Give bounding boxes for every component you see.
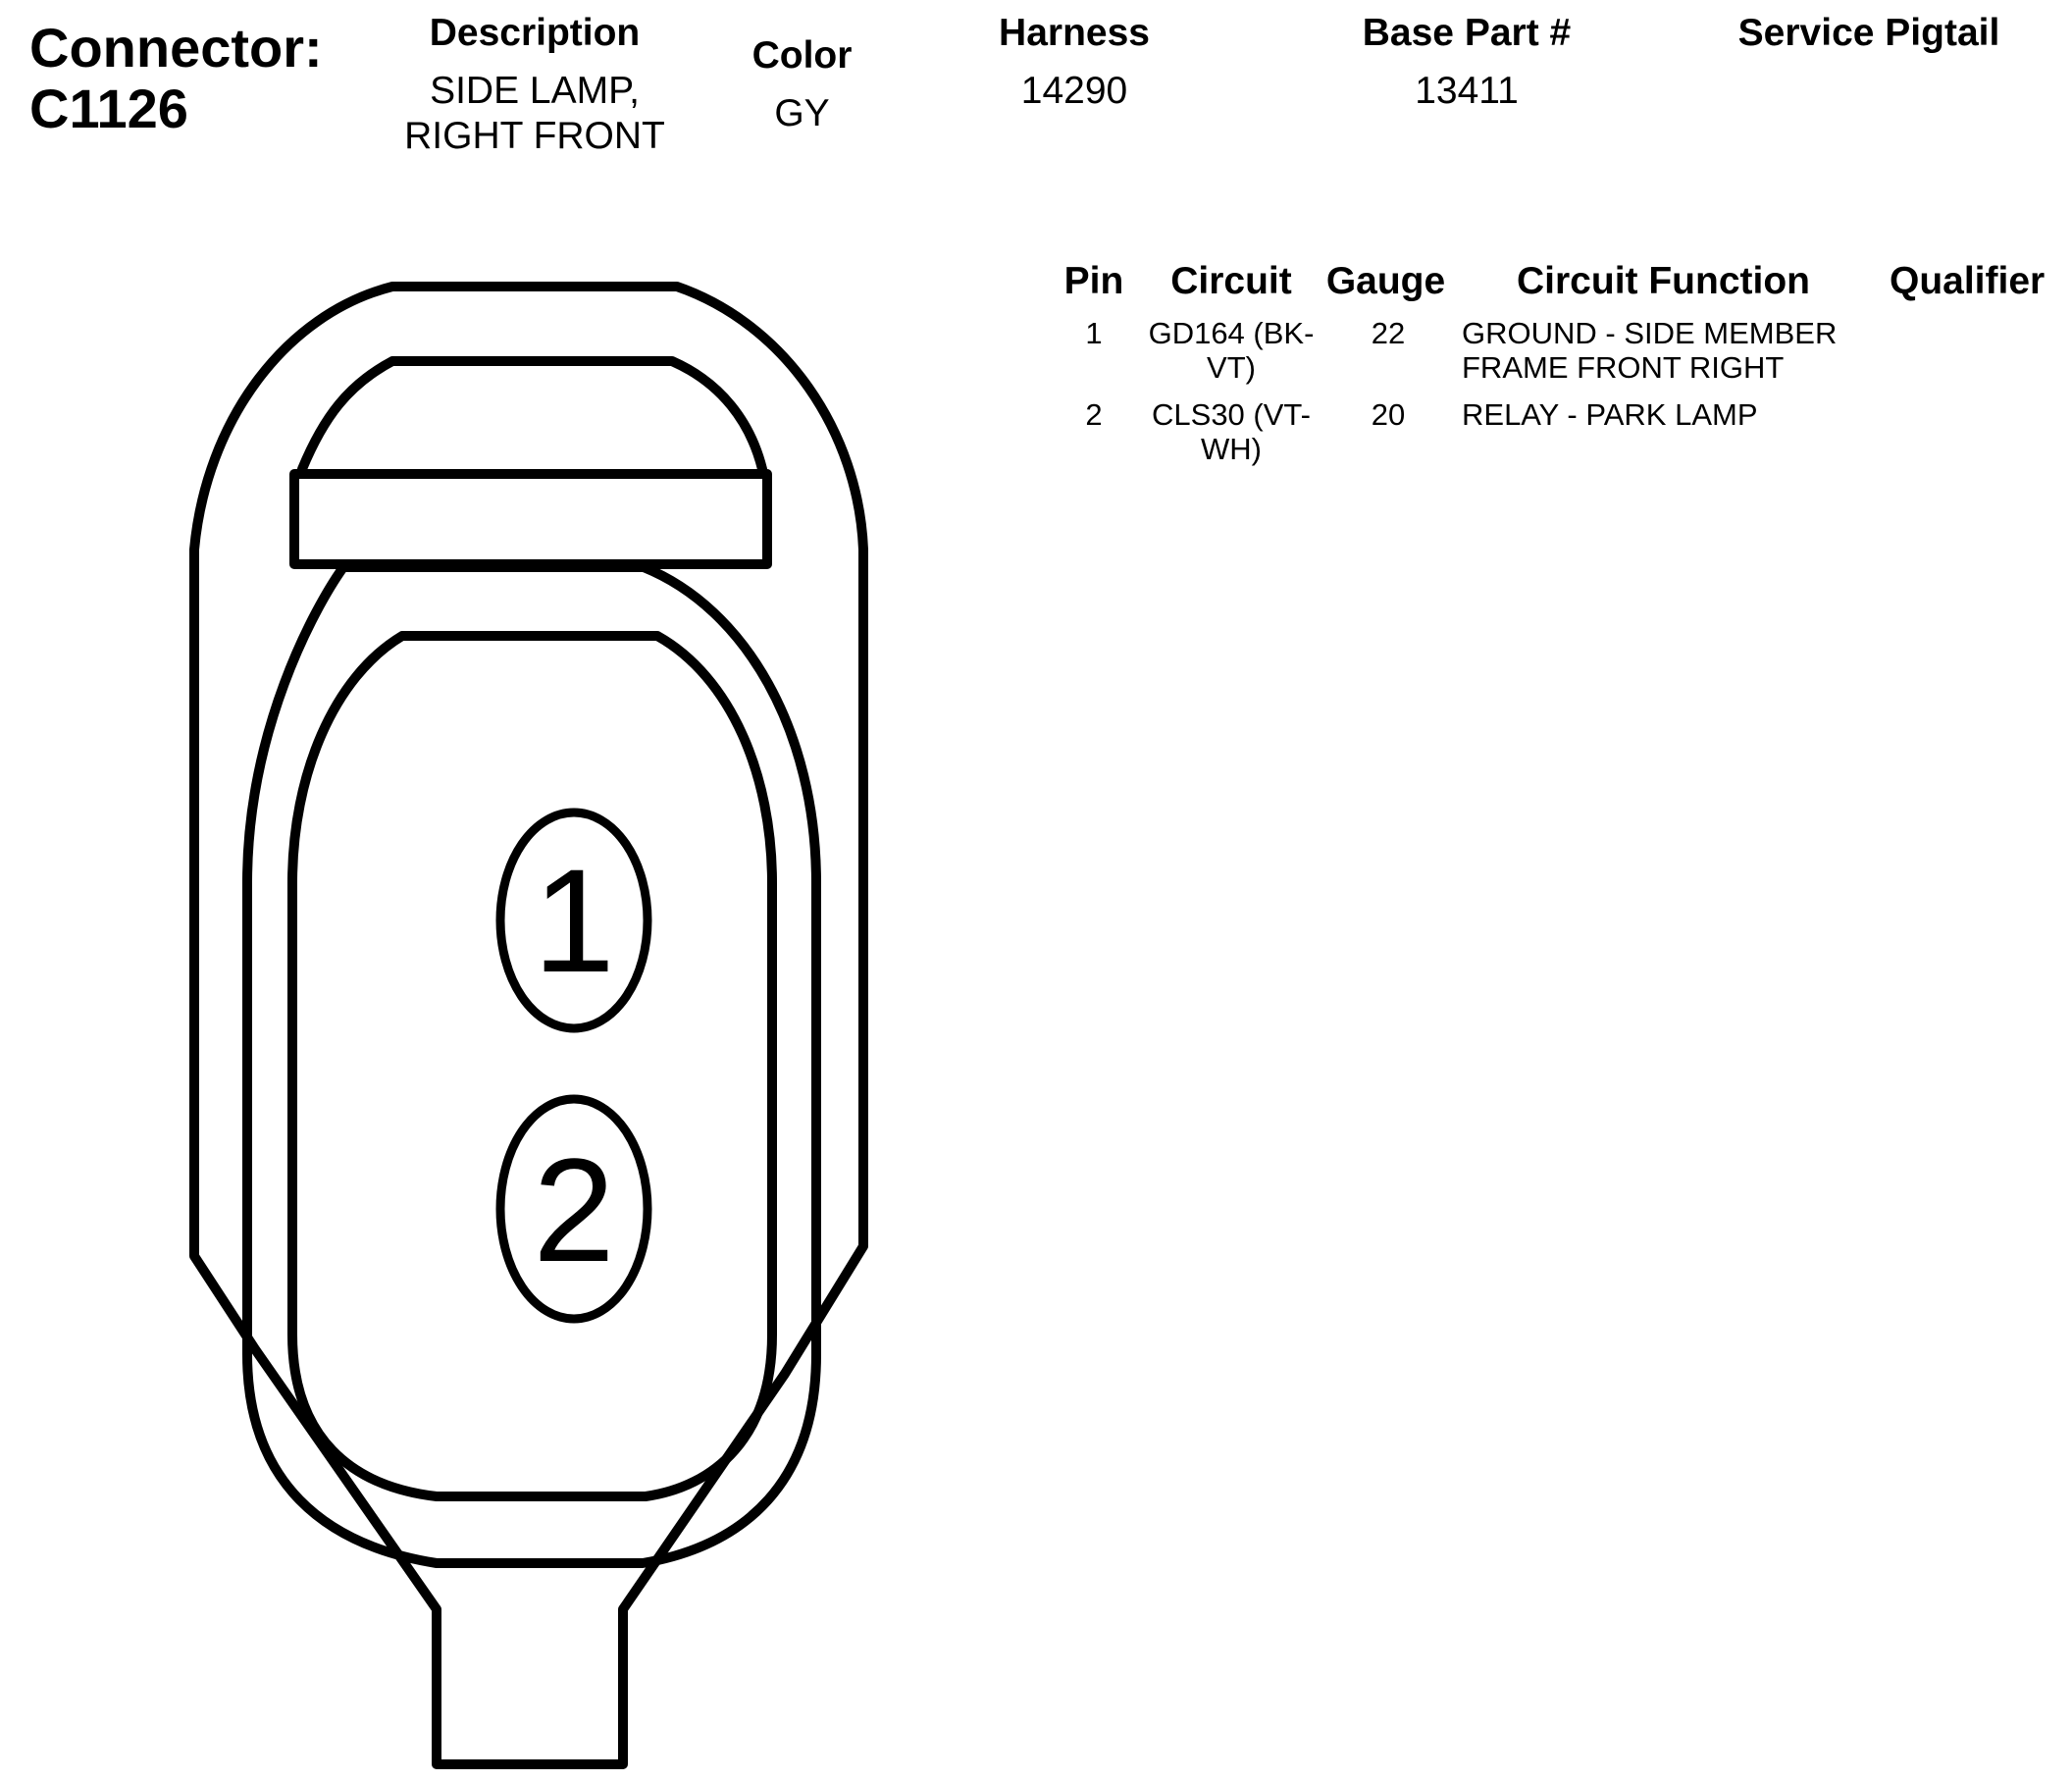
base-part-value: 13411 <box>1415 70 1519 112</box>
connector-title: Connector: C1126 <box>29 18 323 139</box>
row-2-gauge: 20 <box>1371 397 1406 432</box>
harness-value: 14290 <box>1020 70 1128 112</box>
color-header: Color <box>751 34 853 77</box>
connector-latch-dome <box>297 356 767 474</box>
row-1-circuit-line-2: VT) <box>1207 350 1256 385</box>
pin-2-label: 2 <box>533 1127 614 1292</box>
connector-mid-housing <box>242 562 821 1568</box>
harness-header: Harness <box>999 12 1150 54</box>
service-pigtail-header: Service Pigtail <box>1737 12 2000 54</box>
row-1-gauge: 22 <box>1371 316 1406 350</box>
column-qualifier: Qualifier <box>1890 260 2046 302</box>
row-1-function-line-2: FRAME FRONT RIGHT <box>1462 350 1785 385</box>
row-2-circuit-line-1: CLS30 (VT- <box>1152 397 1311 432</box>
description-value: SIDE LAMP, RIGHT FRONT <box>383 69 687 159</box>
column-pin: Pin <box>1063 260 1124 302</box>
column-gauge: Gauge <box>1325 260 1446 302</box>
row-2-circuit-line-2: WH) <box>1201 432 1262 466</box>
connector-id: C1126 <box>29 78 188 139</box>
description-line-1: SIDE LAMP, <box>430 70 640 112</box>
row-2-pin: 2 <box>1085 397 1103 432</box>
connector-label: Connector: <box>29 17 323 79</box>
row-1-circuit: GD164 (BK- VT) <box>1128 316 1334 385</box>
description-line-2: RIGHT FRONT <box>404 115 665 157</box>
row-1-function-line-1: GROUND - SIDE MEMBER <box>1462 316 1838 350</box>
row-1-circuit-line-1: GD164 (BK- <box>1148 316 1315 350</box>
column-circuit-function: Circuit Function <box>1517 260 1810 302</box>
row-1-function: GROUND - SIDE MEMBER FRAME FRONT RIGHT <box>1462 316 1884 385</box>
description-header: Description <box>429 12 641 54</box>
base-part-header: Base Part # <box>1362 12 1572 54</box>
pin-1-circle <box>495 808 652 1033</box>
color-value: GY <box>774 92 830 134</box>
connector-latch-bar <box>289 469 772 569</box>
row-2-function-line-1: RELAY - PARK LAMP <box>1462 397 1758 432</box>
row-1-pin: 1 <box>1085 316 1103 350</box>
connector-outer-housing <box>189 282 868 1769</box>
row-2-circuit: CLS30 (VT- WH) <box>1128 397 1334 466</box>
row-2-function: RELAY - PARK LAMP <box>1462 397 1884 432</box>
pin-2-circle <box>495 1094 652 1324</box>
pin-1-label: 1 <box>533 838 614 1003</box>
column-circuit: Circuit <box>1170 260 1292 302</box>
connector-pin-cavity <box>287 631 777 1501</box>
